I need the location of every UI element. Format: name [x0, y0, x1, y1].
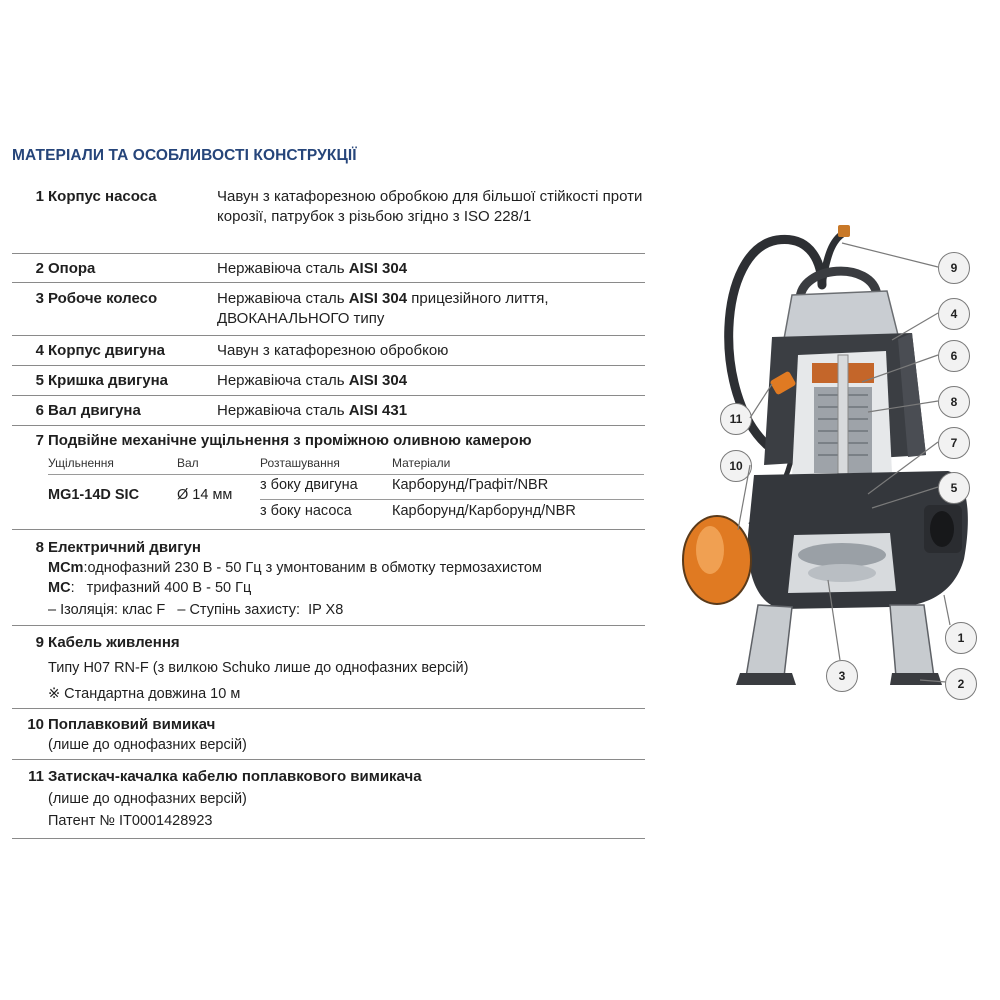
callout-8: 8 — [938, 386, 970, 418]
row-label: Кабель живлення — [48, 634, 180, 651]
callout-9: 9 — [938, 252, 970, 284]
value-text: Нержавіюча сталь — [217, 290, 349, 307]
seal-header-shaft: Вал — [177, 456, 199, 470]
table-row: 1 Корпус насоса Чавун з катафорезною обр… — [12, 178, 645, 254]
clamp-note: (лише до однофазних версій) — [48, 791, 247, 807]
motor-row: 8 Електричний двигун MCm:однофазний 230 … — [12, 530, 645, 626]
cable-type: Типу H07 RN-F (з вилкою Schuko лише до о… — [48, 660, 469, 676]
seal-divider — [48, 474, 644, 475]
motor-insulation: – Ізоляція: клас F – Ступінь захисту: IP… — [48, 602, 344, 618]
seal-divider — [260, 499, 644, 500]
row-label: Вал двигуна — [48, 402, 141, 419]
callout-6: 6 — [938, 340, 970, 372]
motor-single-phase: MCm:однофазний 230 В - 50 Гц з умонтован… — [48, 560, 542, 576]
clamp-row: 11 Затискач-качалка кабелю поплавкового … — [12, 760, 645, 839]
row-number: 7 — [35, 432, 44, 449]
row-value: Чавун з катафорезною обробкою — [217, 342, 449, 359]
row-label: Корпус двигуна — [48, 342, 165, 359]
callout-2: 2 — [945, 668, 977, 700]
value-text: Нержавіюча сталь — [217, 402, 349, 419]
value-text: Нержавіюча сталь — [217, 372, 349, 389]
value-material: AISI 431 — [348, 402, 408, 419]
seal-location-motor: з боку двигуна — [260, 477, 358, 493]
seal-materials-motor: Карборунд/Графіт/NBR — [392, 477, 549, 493]
callout-3: 3 — [826, 660, 858, 692]
seal-materials-pump: Карборунд/Карборунд/NBR — [392, 503, 576, 519]
table-row: 5 Кришка двигуна Нержавіюча сталь AISI 3… — [12, 366, 645, 396]
value-material: AISI 304 — [348, 372, 408, 389]
motor-text: : трифазний 400 В - 50 Гц — [70, 580, 252, 596]
value-text: Нержавіюча сталь — [217, 260, 349, 277]
row-number: 1 — [35, 188, 44, 205]
row-number: 11 — [28, 768, 44, 785]
float-note: (лише до однофазних версій) — [48, 737, 247, 753]
page-title: МАТЕРІАЛИ ТА ОСОБЛИВОСТІ КОНСТРУКЦІЇ — [12, 147, 357, 164]
table-row: 4 Корпус двигуна Чавун з катафорезною об… — [12, 336, 645, 366]
cable-row: 9 Кабель живлення Типу H07 RN-F (з вилко… — [12, 626, 645, 709]
table-row: 3 Робоче колесо Нержавіюча сталь AISI 30… — [12, 283, 645, 336]
value-material: AISI 304 — [348, 260, 408, 277]
motor-text: :однофазний 230 В - 50 Гц з умонтованим … — [83, 560, 542, 576]
seal-model: MG1-14D SIC — [48, 487, 140, 503]
motor-three-phase: MC: трифазний 400 В - 50 Гц — [48, 580, 251, 596]
row-number: 4 — [35, 342, 44, 359]
row-label: Подвійне механічне ущільнення з проміжно… — [48, 432, 532, 449]
cable-length: ※ Стандартна довжина 10 м — [48, 686, 241, 702]
seal-row: 7 Подвійне механічне ущільнення з проміж… — [12, 426, 645, 530]
row-number: 10 — [27, 716, 44, 733]
row-label: Затискач-качалка кабелю поплавкового вим… — [48, 768, 422, 785]
row-value: Чавун з катафорезною обробкою для більшо… — [217, 188, 643, 225]
motor-code: MCm — [48, 560, 84, 576]
value-material: AISI 304 — [348, 290, 408, 307]
row-number: 3 — [35, 290, 44, 307]
callout-5: 5 — [938, 472, 970, 504]
seal-location-pump: з боку насоса — [260, 503, 352, 519]
row-value: Нержавіюча сталь AISI 304 прицезійного л… — [217, 289, 637, 329]
callout-10: 10 — [720, 450, 752, 482]
float-row: 10 Поплавковий вимикач (лише до однофазн… — [12, 709, 645, 760]
row-label: Опора — [48, 260, 96, 277]
row-value: Нержавіюча сталь AISI 304 — [217, 371, 645, 391]
row-label: Електричний двигун — [48, 539, 201, 556]
row-label: Корпус насоса — [48, 188, 157, 205]
row-number: 6 — [35, 402, 44, 419]
callout-4: 4 — [938, 298, 970, 330]
row-label: Робоче колесо — [48, 290, 158, 307]
row-number: 9 — [35, 634, 44, 651]
callout-11: 11 — [720, 403, 752, 435]
seal-shaft: Ø 14 мм — [177, 487, 233, 503]
seal-header-location: Розташування — [260, 456, 340, 470]
row-label: Поплавковий вимикач — [48, 716, 216, 733]
row-label: Кришка двигуна — [48, 372, 169, 389]
row-number: 5 — [35, 372, 44, 389]
row-number: 8 — [35, 539, 44, 556]
table-row: 6 Вал двигуна Нержавіюча сталь AISI 431 — [12, 396, 645, 426]
clamp-patent: Патент № IT0001428923 — [48, 813, 213, 829]
row-value: Нержавіюча сталь AISI 431 — [217, 401, 645, 421]
table-row: 2 Опора Нержавіюча сталь AISI 304 — [12, 254, 645, 283]
row-value: Нержавіюча сталь AISI 304 — [217, 259, 645, 279]
callout-7: 7 — [938, 427, 970, 459]
seal-header-seal: Ущільнення — [48, 456, 114, 470]
seal-header-materials: Матеріали — [392, 456, 451, 470]
callout-1: 1 — [945, 622, 977, 654]
row-number: 2 — [35, 260, 44, 277]
motor-code: MC — [48, 580, 71, 596]
value-text: прицезійного лиття, ДВОКАНАЛЬНОГО типу — [217, 290, 549, 327]
spec-table: 1 Корпус насоса Чавун з катафорезною обр… — [12, 178, 645, 839]
